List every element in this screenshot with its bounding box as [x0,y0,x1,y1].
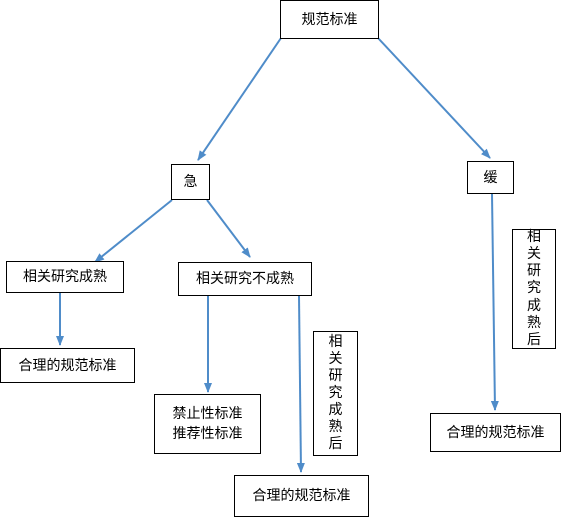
arrow-urgent-to-immature [206,199,251,258]
vertical-char: 关 [527,246,541,263]
vertical-char: 关 [328,350,343,367]
vertical-char: 成 [328,402,343,419]
note-slow-text: 相关研究成熟后 [527,229,541,349]
node-slow-label: 缓 [483,169,498,186]
node-standard-mature: 合理的规范标准 [0,348,135,383]
vertical-char: 相 [328,333,343,350]
node-mature-label: 相关研究成熟 [23,269,107,285]
note-slow: 相关研究成熟后 [512,229,556,349]
prohibitive-standard-label: 禁止性标准 [172,405,243,422]
node-standard-slow: 合理的规范标准 [430,413,561,452]
note-immature: 相关研究成熟后 [313,331,358,456]
note-immature-text: 相关研究成熟后 [329,334,343,454]
vertical-char: 熟 [328,419,343,436]
arrow-urgent-to-mature [94,199,173,263]
node-immature: 相关研究不成熟 [178,262,312,296]
node-root: 规范标准 [280,0,379,39]
node-urgent: 急 [171,164,210,200]
recommended-standard-label: 推荐性标准 [172,426,243,442]
arrow-immature-to-standard [296,295,305,473]
vertical-char: 成 [527,297,541,314]
node-standard-mature-label: 合理的规范标准 [18,357,117,374]
vertical-char: 研 [328,367,343,384]
node-mature: 相关研究成熟 [6,261,124,293]
node-standards-type: 禁止性标准 推荐性标准 [154,394,261,454]
vertical-char: 后 [328,436,343,453]
vertical-char: 究 [328,384,343,401]
vertical-char: 后 [527,331,541,348]
vertical-char: 究 [527,280,541,297]
arrow-root-to-slow [377,37,491,159]
vertical-char: 相 [527,229,541,246]
arrow-root-to-urgent [197,37,282,161]
node-standard-immature-label: 合理的规范标准 [252,488,351,504]
node-standard-slow-label: 合理的规范标准 [446,424,545,441]
node-slow: 缓 [467,161,514,194]
node-root-label: 规范标准 [301,11,358,28]
vertical-char: 研 [527,263,541,280]
node-standard-immature: 合理的规范标准 [234,475,369,517]
node-urgent-label: 急 [183,174,198,190]
vertical-char: 熟 [527,314,541,331]
node-immature-label: 相关研究不成熟 [196,271,294,287]
arrow-slow-to-standard [490,193,499,411]
